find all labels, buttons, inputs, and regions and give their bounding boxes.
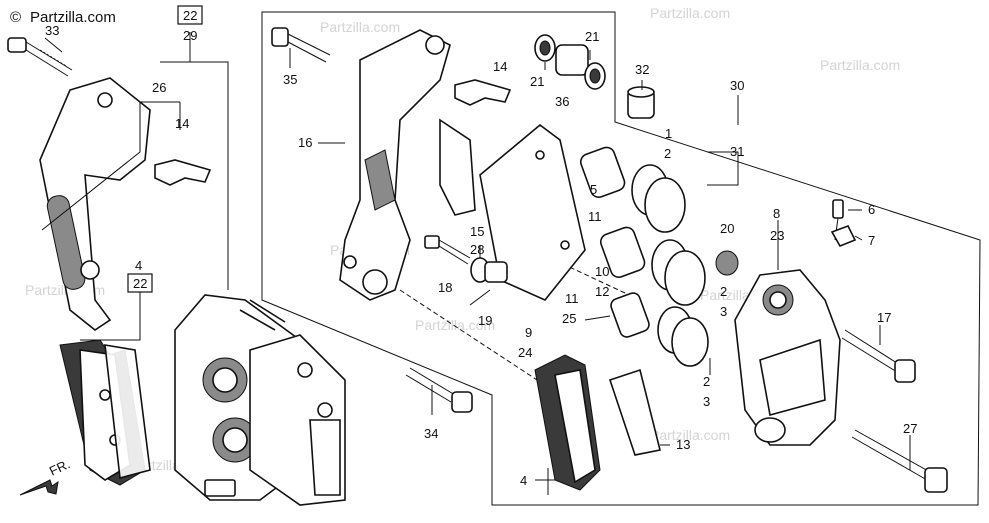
boxed-callout [177,5,203,25]
brand-name: Partzilla.com [30,9,116,26]
caliper-body-right [734,269,841,446]
watermark-text: Partzilla.com [650,427,730,443]
collar-32 [627,86,655,119]
callout-19: 19 [478,313,492,328]
pad-shim [439,118,476,216]
boxed-callout [127,273,153,293]
callout-22: 22 [133,276,147,291]
bleeder-valve [830,199,857,248]
callout-12: 12 [595,284,609,299]
brake-pads-left [59,339,151,486]
callout-27: 27 [903,421,917,436]
pad-shim-13 [608,368,661,456]
assembly-outline [261,11,981,506]
callout-2: 2 [664,146,671,161]
callout-22: 22 [183,8,197,23]
callout-34: 34 [424,426,438,441]
bolt-17 [841,329,916,383]
callout-29: 29 [183,28,197,43]
caliper-hanger [339,29,451,301]
callout-21: 21 [585,29,599,44]
front-label: FR. [47,456,72,478]
callout-6: 6 [868,202,875,217]
bolt-34 [405,367,473,413]
callout-25: 25 [562,311,576,326]
copyright-symbol: © [10,9,21,26]
callout-31: 31 [730,144,744,159]
part-callouts: 22 29 33 26 14 4 22 35 16 14 21 21 36 32… [45,5,917,488]
pad-spring-clip-upper [454,79,512,106]
callout-2: 2 [720,284,727,299]
dust-seal-20 [715,250,739,276]
callout-33: 33 [45,23,59,38]
callout-18: 18 [438,280,452,295]
bolt-27 [851,429,948,493]
callout-14: 14 [175,116,189,131]
callout-10: 10 [595,264,609,279]
callout-16: 16 [298,135,312,150]
watermark-text: Partzilla.com [650,5,730,21]
callout-11: 11 [565,291,579,306]
callout-13: 13 [676,437,690,452]
callout-9: 9 [525,325,532,340]
bolt-33 [7,37,73,77]
caliper-bracket [39,77,151,331]
callout-1: 1 [665,126,672,141]
bolt-35 [271,27,331,63]
callout-8: 8 [773,206,780,221]
callout-11: 11 [588,209,602,224]
callout-4: 4 [135,258,142,273]
callout-3: 3 [703,394,710,409]
watermark-text: Partzilla.com [820,57,900,73]
callout-36: 36 [555,94,569,109]
callout-24: 24 [518,345,532,360]
callout-14: 14 [493,59,507,74]
callout-23: 23 [770,228,784,243]
brake-pads-right [534,354,601,491]
pad-spring-clip [154,159,212,186]
callout-30: 30 [730,78,744,93]
watermark-text: Partzilla.com [415,317,495,333]
callout-26: 26 [152,80,166,95]
pistons-and-seals [579,146,709,367]
callout-20: 20 [720,221,734,236]
pin-boot [470,257,508,283]
callout-7: 7 [868,233,875,248]
callout-28: 28 [470,242,484,257]
callout-3: 3 [720,304,727,319]
caliper-body-left [174,294,346,506]
callout-21: 21 [530,74,544,89]
callout-5: 5 [590,182,597,197]
callout-32: 32 [635,62,649,77]
callout-2: 2 [703,374,710,389]
callout-15: 15 [470,224,484,239]
callout-17: 17 [877,310,891,325]
watermark-text: Partzilla.com [320,19,400,35]
pivot-bearings [534,34,606,90]
front-direction-arrow: FR. [19,456,72,496]
slide-pin-18 [424,235,471,265]
brand-logo: © Partzilla.com [10,9,116,26]
dashed-leader [399,289,561,396]
callout-4: 4 [520,473,527,488]
leader-lines [41,32,911,495]
callout-35: 35 [283,72,297,87]
